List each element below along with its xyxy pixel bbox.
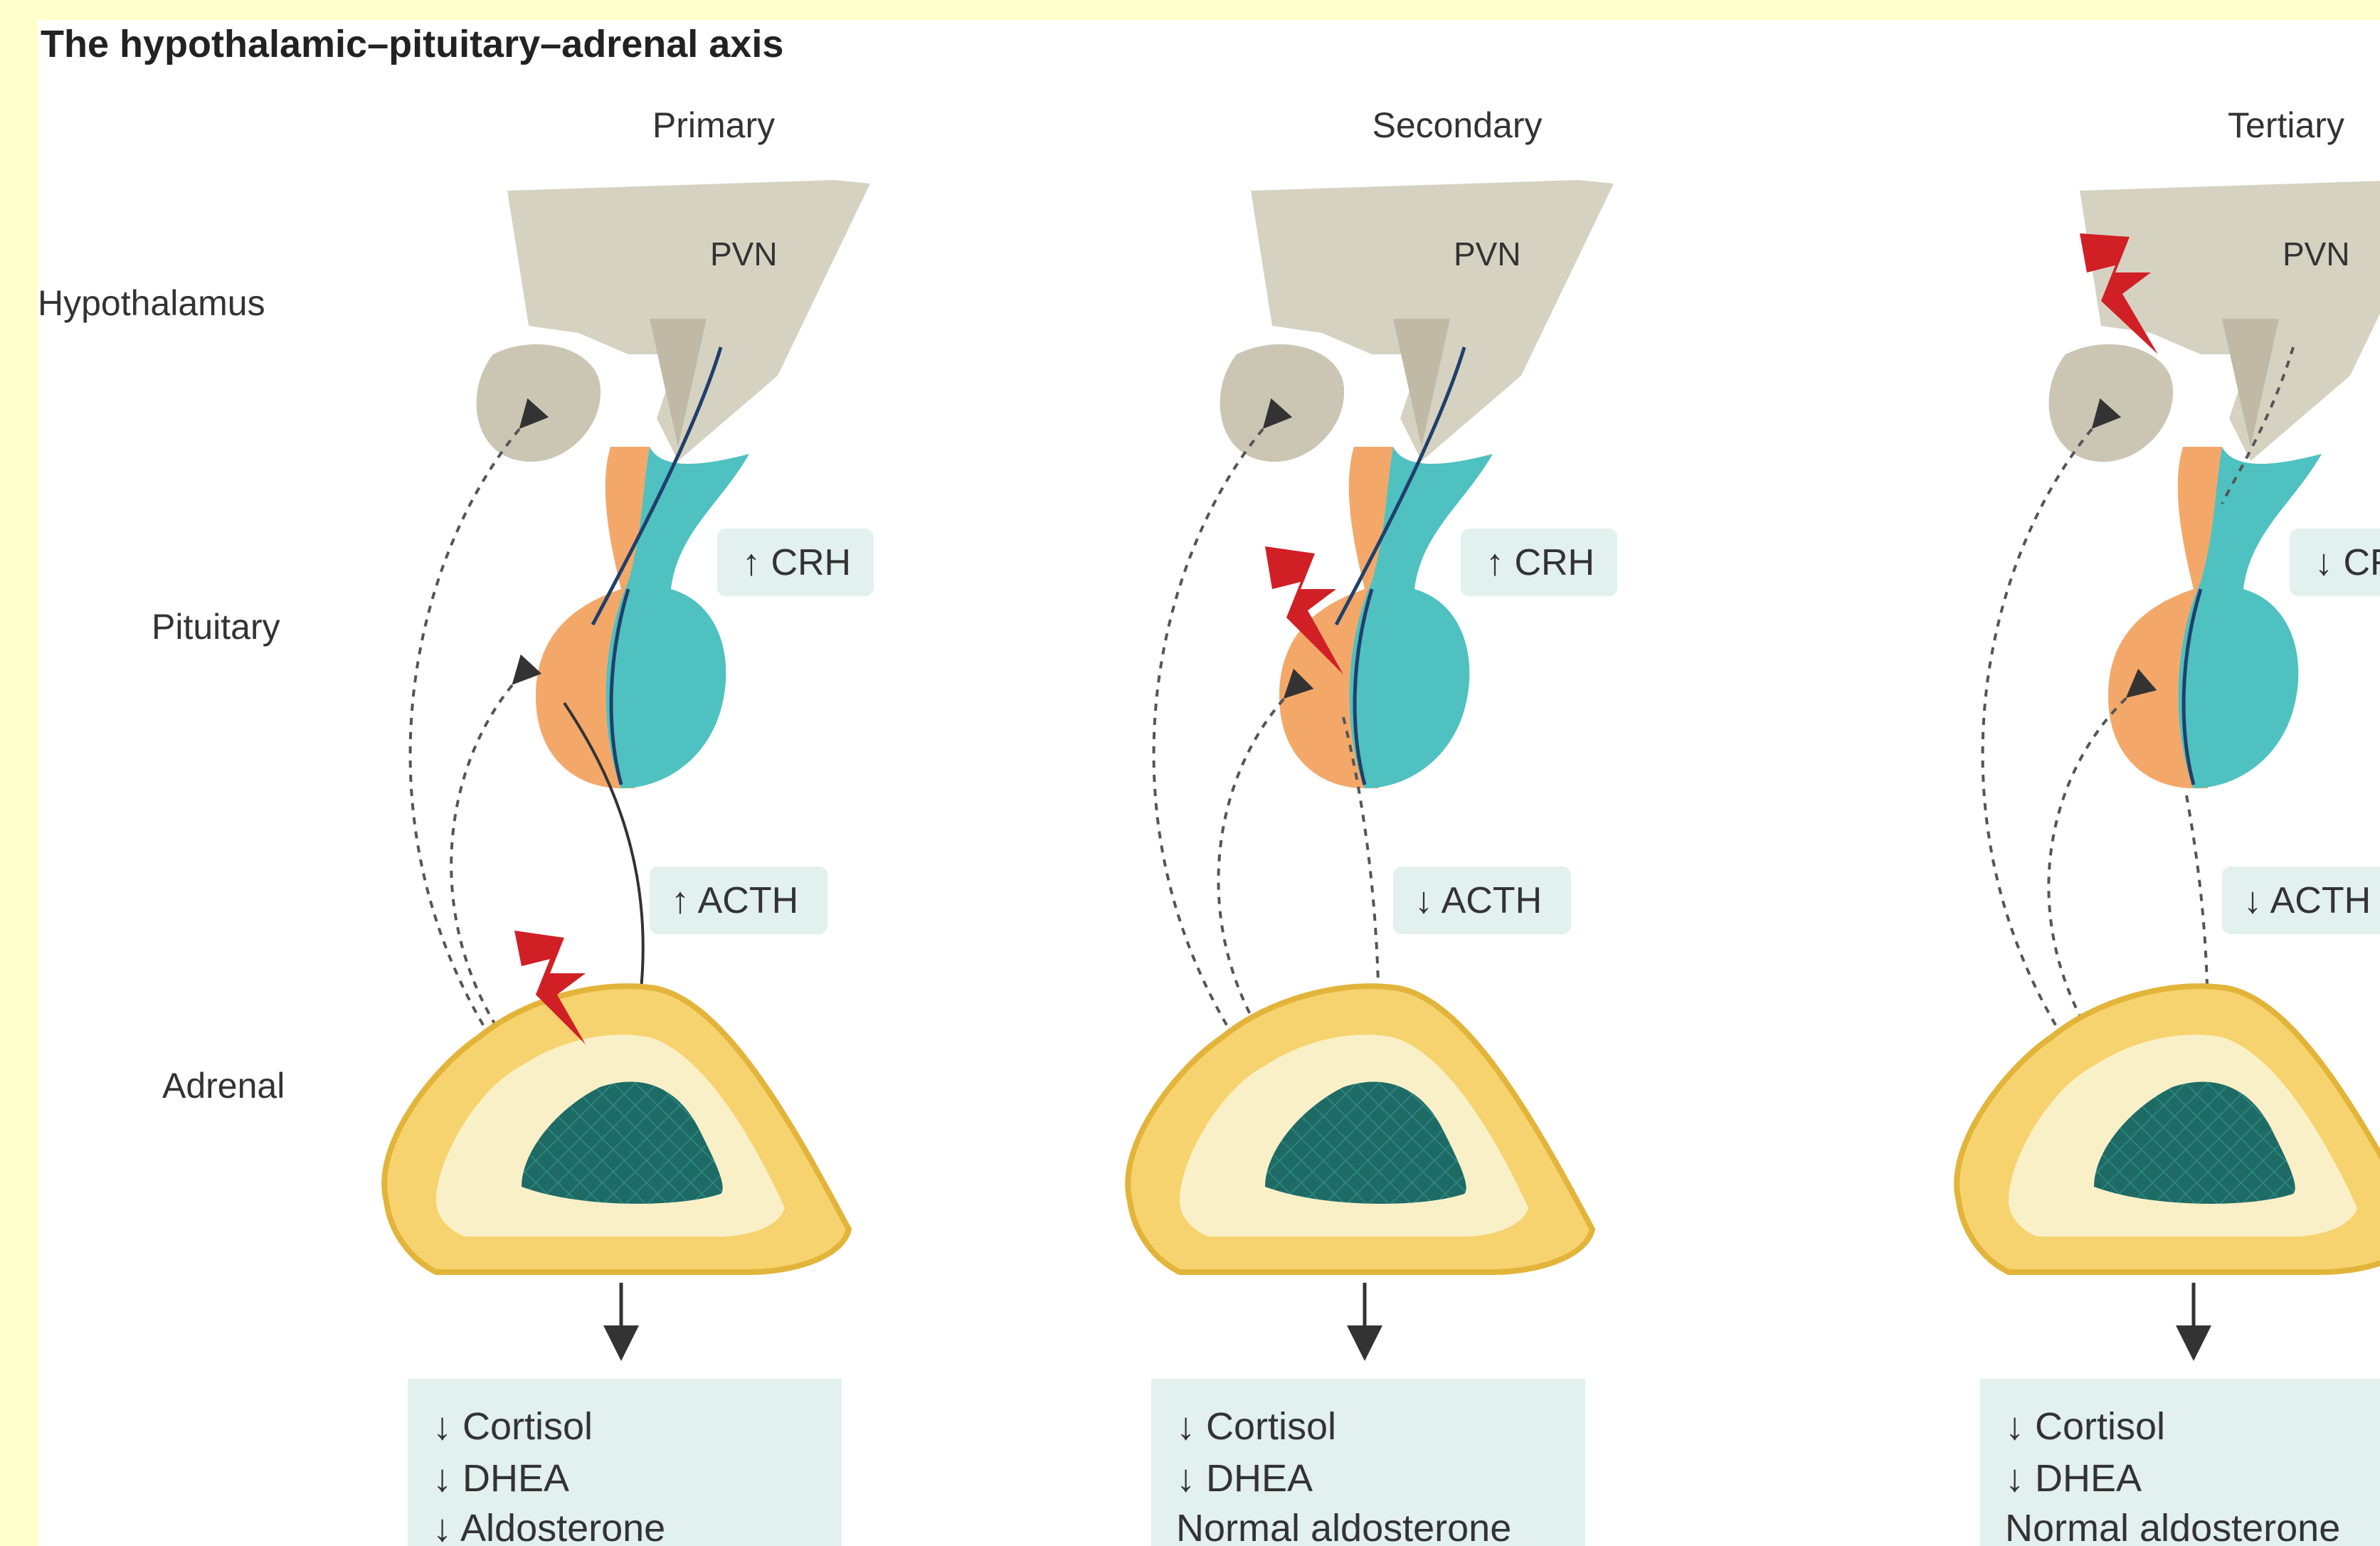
hypothalamus-shape [1220, 180, 1614, 462]
hpa-axis-diagram: The hypothalamic–pituitary–adrenal axis … [38, 20, 2380, 1546]
pvn-label: PVN [2283, 235, 2350, 272]
panel-primary: Primary PVN ↑ CRH ↑ ACTH ↓ Cor [384, 105, 874, 1546]
panel-tertiary: Tertiary PVN ↓ CRH ↓ ACTH ↓ Cortisol [1957, 105, 2380, 1546]
acth-label: ↓ ACTH [2243, 880, 2371, 921]
output-line: ↓ Cortisol [433, 1405, 593, 1448]
pvn-label: PVN [1454, 235, 1521, 272]
acth-label: ↑ ACTH [671, 880, 798, 921]
pituitary-gland [2108, 447, 2322, 788]
row-label-hypothalamus: Hypothalamus [38, 283, 265, 323]
feedback-loop-outer [1154, 418, 1272, 1073]
panel-label: Primary [652, 105, 775, 145]
output-line: Normal aldosterone [2005, 1507, 2340, 1546]
row-label-pituitary: Pituitary [152, 607, 280, 647]
output-line: Normal aldosterone [1176, 1507, 1511, 1546]
hypothalamus-shape [477, 180, 870, 462]
pvn-label: PVN [710, 235, 778, 272]
panel-label: Secondary [1372, 105, 1542, 145]
row-label-adrenal: Adrenal [162, 1066, 285, 1106]
feedback-loop-outer [411, 418, 529, 1073]
output-line: ↓ Aldosterone [433, 1507, 665, 1546]
acth-label: ↓ ACTH [1414, 880, 1542, 921]
crh-label: ↓ CRH [2315, 542, 2380, 583]
output-line: ↓ DHEA [2005, 1457, 2142, 1500]
crh-label: ↑ CRH [1486, 542, 1594, 583]
adrenal-gland [1128, 986, 1592, 1272]
output-line: ↓ DHEA [1176, 1457, 1313, 1500]
figure-title: The hypothalamic–pituitary–adrenal axis [41, 23, 783, 65]
panel-label: Tertiary [2228, 105, 2344, 145]
output-line: ↓ DHEA [433, 1457, 569, 1500]
panel-secondary: Secondary PVN ↑ CRH ↓ ACTH ↓ Cortisol [1128, 105, 1617, 1546]
adrenal-gland [1957, 986, 2380, 1272]
figure: The hypothalamic–pituitary–adrenal axis … [38, 20, 2380, 1546]
adrenal-gland [384, 986, 849, 1272]
output-line: ↓ Cortisol [1176, 1405, 1336, 1448]
pituitary-gland [536, 447, 749, 788]
feedback-loop-outer [1983, 418, 2101, 1073]
crh-label: ↑ CRH [742, 542, 851, 583]
output-line: ↓ Cortisol [2005, 1405, 2165, 1448]
